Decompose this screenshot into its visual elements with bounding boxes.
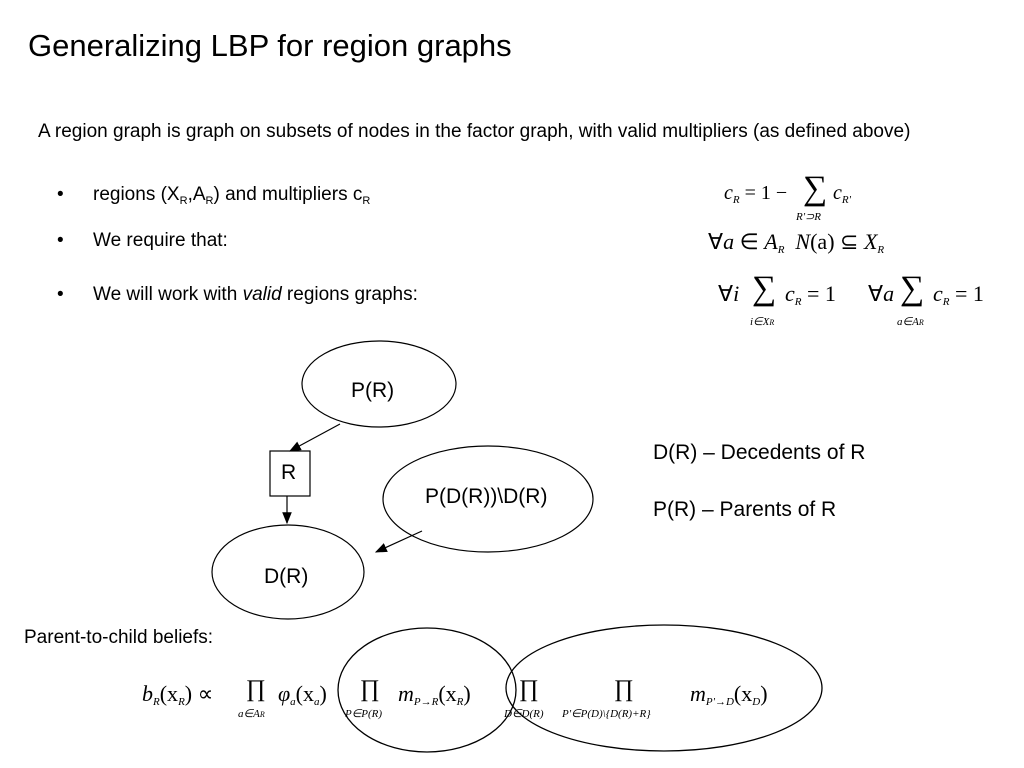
- bullet-require: • We require that:: [57, 230, 228, 251]
- belief-circle-right: [505, 624, 823, 752]
- bullet-valid: • We will work with valid regions graphs…: [57, 284, 418, 305]
- descendants-node-shape: [211, 524, 365, 620]
- formula-valid-left: ∀i: [718, 281, 740, 306]
- formula-valid-right: ∀a: [868, 281, 895, 306]
- formula-sigma: ∑: [803, 170, 828, 207]
- intro-text: A region graph is graph on subsets of no…: [38, 121, 911, 142]
- formula-term: cR': [833, 182, 851, 206]
- node-other-parents-label: P(D(R))\D(R): [425, 485, 548, 508]
- arrow-other-to-descendants: [374, 530, 423, 553]
- formula-require: ∀a ∈ AR N(a) ⊆ XR: [708, 229, 885, 256]
- belief-m1: mP→R(xR): [398, 681, 471, 708]
- legend-parents: P(R) – Parents of R: [653, 498, 837, 521]
- belief-prod1: ∏: [246, 676, 266, 702]
- belief-lhs: bR(xR) ∝: [142, 681, 214, 708]
- belief-prod4: ∏: [614, 676, 634, 702]
- node-parent-label: P(R): [351, 379, 395, 402]
- parent-node-shape: [301, 340, 457, 428]
- belief-prod3-under: D∈D(R): [504, 708, 544, 720]
- formula-sigma-under: R'⊃R: [796, 211, 822, 223]
- belief-prod2-under: P∈P(R): [345, 708, 383, 720]
- legend-descendants: D(R) – Decedents of R: [653, 441, 866, 464]
- belief-m2: mP'→D(xD): [690, 681, 768, 708]
- formula-valid-sigma2: ∑: [900, 270, 925, 307]
- formula-valid-sigma1: ∑: [752, 270, 777, 307]
- belief-circle-left: [337, 627, 517, 753]
- belief-prod3: ∏: [519, 676, 539, 702]
- slide-title: Generalizing LBP for region graphs: [28, 28, 512, 63]
- belief-prod1-under: a∈AR: [238, 708, 265, 720]
- formula-multiplier: cR = 1 −: [724, 182, 788, 206]
- belief-prod2: ∏: [360, 676, 380, 702]
- formula-valid-under1: i∈XR: [750, 316, 775, 328]
- belief-prod4-under: P'∈P(D)\{D(R)+R}: [562, 708, 651, 720]
- node-descendants-label: D(R): [264, 565, 309, 588]
- belief-phi: φa(xa): [278, 681, 327, 708]
- formula-valid-under2: a∈AR: [897, 316, 924, 328]
- formula-valid-c1: cR = 1: [785, 281, 836, 308]
- bullet-regions: • regions (XR,AR) and multipliers cR: [57, 184, 371, 207]
- arrow-parent-to-region: [288, 423, 341, 452]
- other-parents-node-shape: [382, 445, 594, 553]
- formula-valid-c2: cR = 1: [933, 281, 984, 308]
- node-region-label: R: [281, 461, 297, 484]
- beliefs-label: Parent-to-child beliefs:: [24, 627, 214, 648]
